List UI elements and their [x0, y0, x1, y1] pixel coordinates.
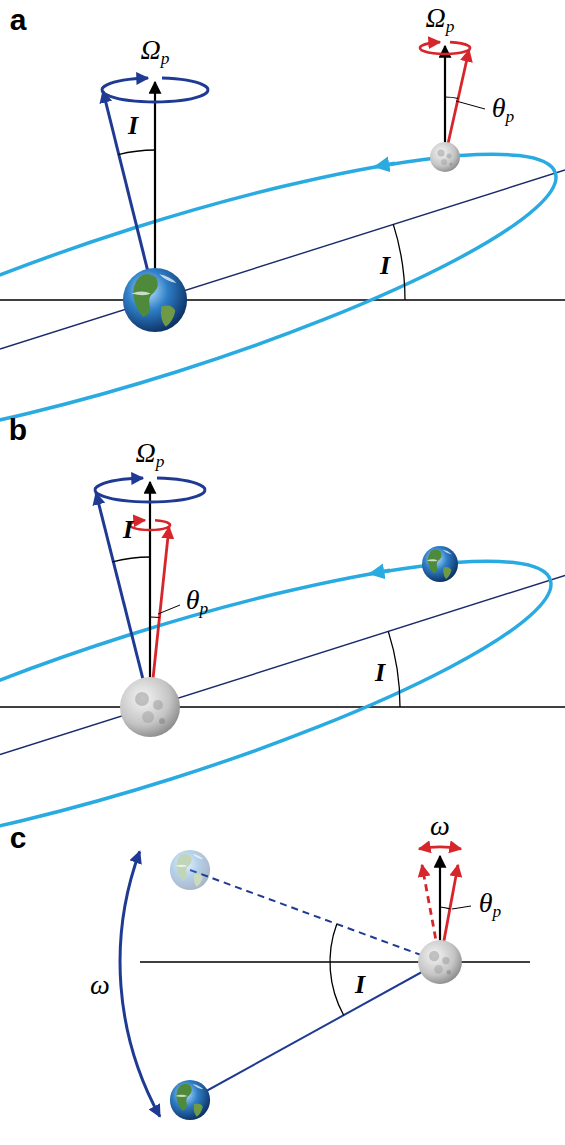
inclination-label: I — [375, 660, 385, 686]
obliquity-arc — [445, 97, 458, 99]
inclination-arc — [388, 631, 400, 707]
earth-direction-line — [190, 962, 440, 1100]
obliquity-label: θp — [492, 94, 514, 126]
inclination-label: I — [123, 517, 133, 543]
orbit-plane-line — [0, 170, 565, 349]
precession-rate-label: Ωp — [141, 36, 170, 68]
obliquity-label: θp — [479, 889, 501, 921]
inclination-label: I — [128, 113, 138, 139]
oscillation-arrow — [419, 847, 461, 849]
panel-b — [0, 478, 565, 905]
obliquity-arc — [440, 907, 450, 909]
ecliptic-line — [140, 961, 530, 962]
earth-globe — [123, 268, 187, 332]
precession-cone — [102, 78, 208, 102]
leader-line — [452, 906, 471, 909]
frequency-label: ω — [90, 971, 110, 999]
earth-globe-faded — [170, 850, 210, 890]
precession-rate-label: Ωp — [136, 439, 165, 471]
lunar-orbit — [0, 102, 565, 499]
orbit-normal-arrow — [103, 91, 155, 300]
orbit-direction-arrow — [375, 163, 395, 166]
moon-globe — [120, 677, 180, 737]
frequency-label: ω — [430, 812, 450, 840]
ecliptic-line — [0, 299, 565, 300]
orbit-plane-line — [0, 575, 565, 754]
obliquity-arc — [150, 616, 160, 618]
moon-globe — [418, 940, 462, 984]
inclination-label: I — [355, 972, 365, 998]
inclination-arc — [113, 557, 151, 562]
precession-cone — [420, 42, 470, 54]
earth-globe — [422, 546, 458, 582]
normal-axis-arrow — [149, 482, 151, 707]
ecliptic-line — [0, 706, 565, 707]
panel-letter: c — [10, 823, 27, 853]
obliquity-label: θp — [186, 586, 208, 618]
inclination-arc — [330, 924, 344, 1015]
earth-globe — [170, 1080, 210, 1120]
earth-relative-orbit — [0, 509, 565, 906]
orbit-direction-arrow — [370, 570, 390, 573]
inclination-arc — [118, 150, 155, 155]
precession-rate-label: Ωp — [426, 4, 455, 36]
libration-arrow — [120, 852, 160, 1117]
normal-axis-arrow — [444, 46, 446, 157]
inclination-arc — [393, 224, 405, 300]
panel-letter: b — [9, 415, 27, 445]
precession-cone — [130, 520, 170, 530]
earth-direction-line — [190, 870, 440, 962]
panel-a — [0, 42, 565, 498]
inclination-label: I — [380, 253, 390, 279]
panel-letter: a — [10, 5, 27, 35]
leader-line — [456, 101, 485, 109]
leader-line — [158, 605, 180, 614]
normal-axis-arrow — [154, 82, 156, 300]
moon-globe — [430, 142, 460, 172]
orbit-normal-arrow — [96, 493, 150, 707]
panel-c — [120, 847, 530, 1120]
precession-cone — [95, 478, 205, 502]
